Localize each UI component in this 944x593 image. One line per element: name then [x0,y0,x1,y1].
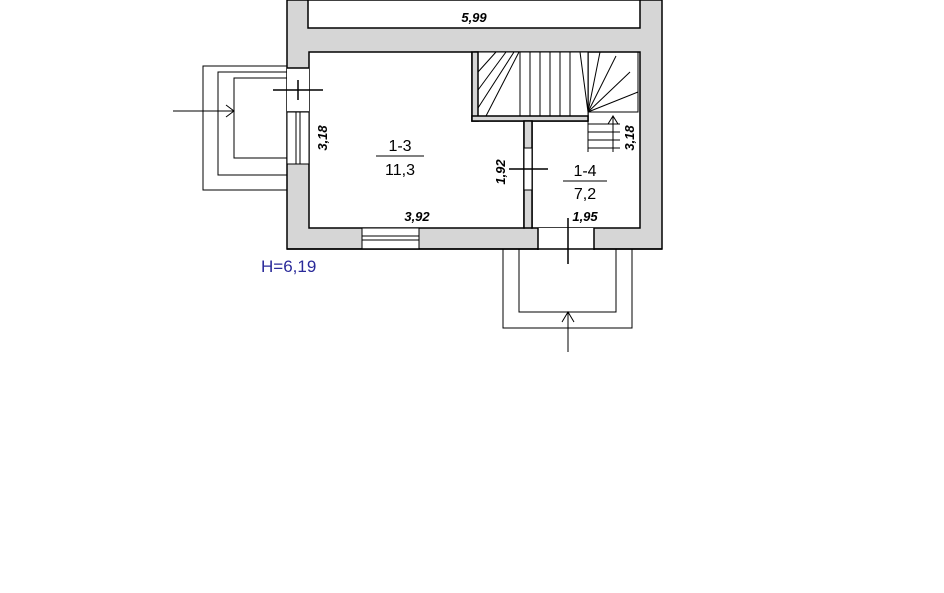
dim-room-14-width: 1,95 [572,209,598,224]
bottom-porch [502,249,633,352]
room-1-4-label: 1-4 7,2 [563,163,607,203]
room-id: 1-4 [573,163,596,180]
left-porch [173,65,287,191]
dim-room-13-width: 3,92 [404,209,430,224]
dim-room-13-depth: 3,18 [315,125,330,151]
staircase [477,51,639,152]
room-id: 1-3 [388,138,411,155]
left-window [286,111,310,165]
room-1-3-label: 1-3 11,3 [376,138,424,179]
floor-height: H=6,19 [261,257,316,276]
room-area: 11,3 [385,162,415,179]
room-area: 7,2 [574,186,596,203]
dim-top-room-width: 5,99 [461,10,487,25]
bottom-window [361,227,420,250]
dim-stair-depth: 3,18 [622,125,637,151]
dim-partition-length: 1,92 [493,159,508,185]
